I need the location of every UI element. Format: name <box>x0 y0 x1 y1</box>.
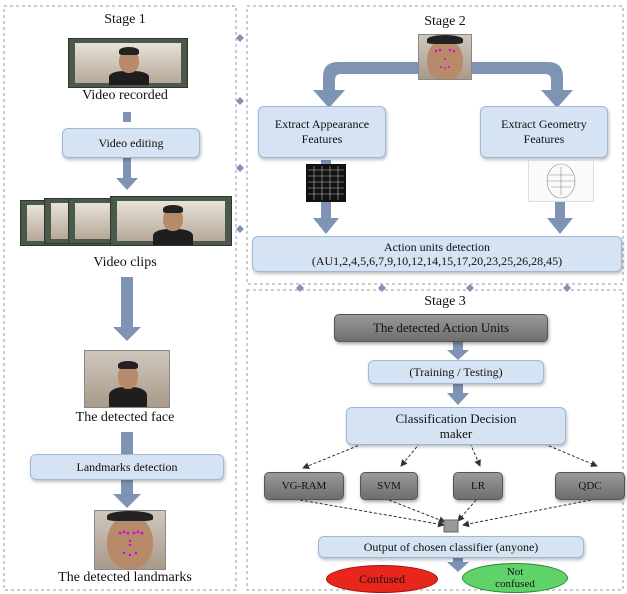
confused-label: Confused <box>359 571 405 586</box>
training-testing-box: (Training / Testing) <box>368 360 544 384</box>
extract-geometry-box: Extract Geometry Features <box>480 106 608 158</box>
detected-action-units-box: The detected Action Units <box>334 314 548 342</box>
output-chosen-classifier-box: Output of chosen classifier (anyone) <box>318 536 584 558</box>
classifier-lr-box: LR <box>453 472 503 500</box>
decision-line1: Classification Decision <box>395 411 517 426</box>
video-clips-stack <box>20 196 232 246</box>
stage3-panel <box>246 289 624 591</box>
classifier-vgram-box: VG-RAM <box>264 472 344 500</box>
recorded-video-thumbnail <box>68 38 188 88</box>
extract-appearance-box: Extract Appearance Features <box>258 106 386 158</box>
confused-ellipse: Confused <box>326 565 438 593</box>
appearance-line2: Features <box>301 132 343 146</box>
not-confused-ellipse: Not confused <box>462 563 568 593</box>
classifier-qdc-box: QDC <box>555 472 625 500</box>
detected-face-label: The detected face <box>75 410 175 425</box>
geometry-line1: Extract Geometry <box>501 117 587 131</box>
landmarks-detection-box: Landmarks detection <box>30 454 224 480</box>
action-units-detection-box: Action units detection (AU1,2,4,5,6,7,9,… <box>252 236 622 272</box>
stage1-flow-arrows <box>113 112 141 508</box>
stage1-title: Stage 1 <box>104 12 146 27</box>
classification-decision-maker-box: Classification Decision maker <box>346 407 566 445</box>
action-units-title: Action units detection <box>384 240 490 254</box>
geometry-line2: Features <box>523 132 565 146</box>
action-units-list: (AU1,2,4,5,6,7,9,10,12,14,15,17,20,23,25… <box>311 254 563 268</box>
appearance-feature-map <box>306 164 346 202</box>
stage1-panel <box>3 5 237 591</box>
stage2-title: Stage 2 <box>424 14 466 29</box>
decision-line2: maker <box>439 426 473 441</box>
not-confused-line1: Not <box>506 566 524 578</box>
not-confused-line2: confused <box>495 578 535 590</box>
merge-node <box>443 519 459 533</box>
stage3-flow-arrows <box>447 342 469 572</box>
stage-connector-diamonds <box>236 34 571 292</box>
geometry-feature-sketch <box>528 160 594 202</box>
stage3-title: Stage 3 <box>424 294 466 309</box>
stage2-face-image <box>418 34 472 80</box>
stage2-panel <box>246 5 624 285</box>
video-recorded-label: Video recorded <box>82 88 168 103</box>
classifier-svm-box: SVM <box>360 472 418 500</box>
detected-face-image <box>84 350 170 408</box>
appearance-line1: Extract Appearance <box>274 117 370 131</box>
video-editing-box: Video editing <box>62 128 200 158</box>
detected-landmarks-label: The detected landmarks <box>58 570 192 585</box>
decision-dashed-arrows <box>299 439 598 528</box>
video-clips-label: Video clips <box>93 255 157 270</box>
detected-landmarks-image <box>94 510 166 570</box>
